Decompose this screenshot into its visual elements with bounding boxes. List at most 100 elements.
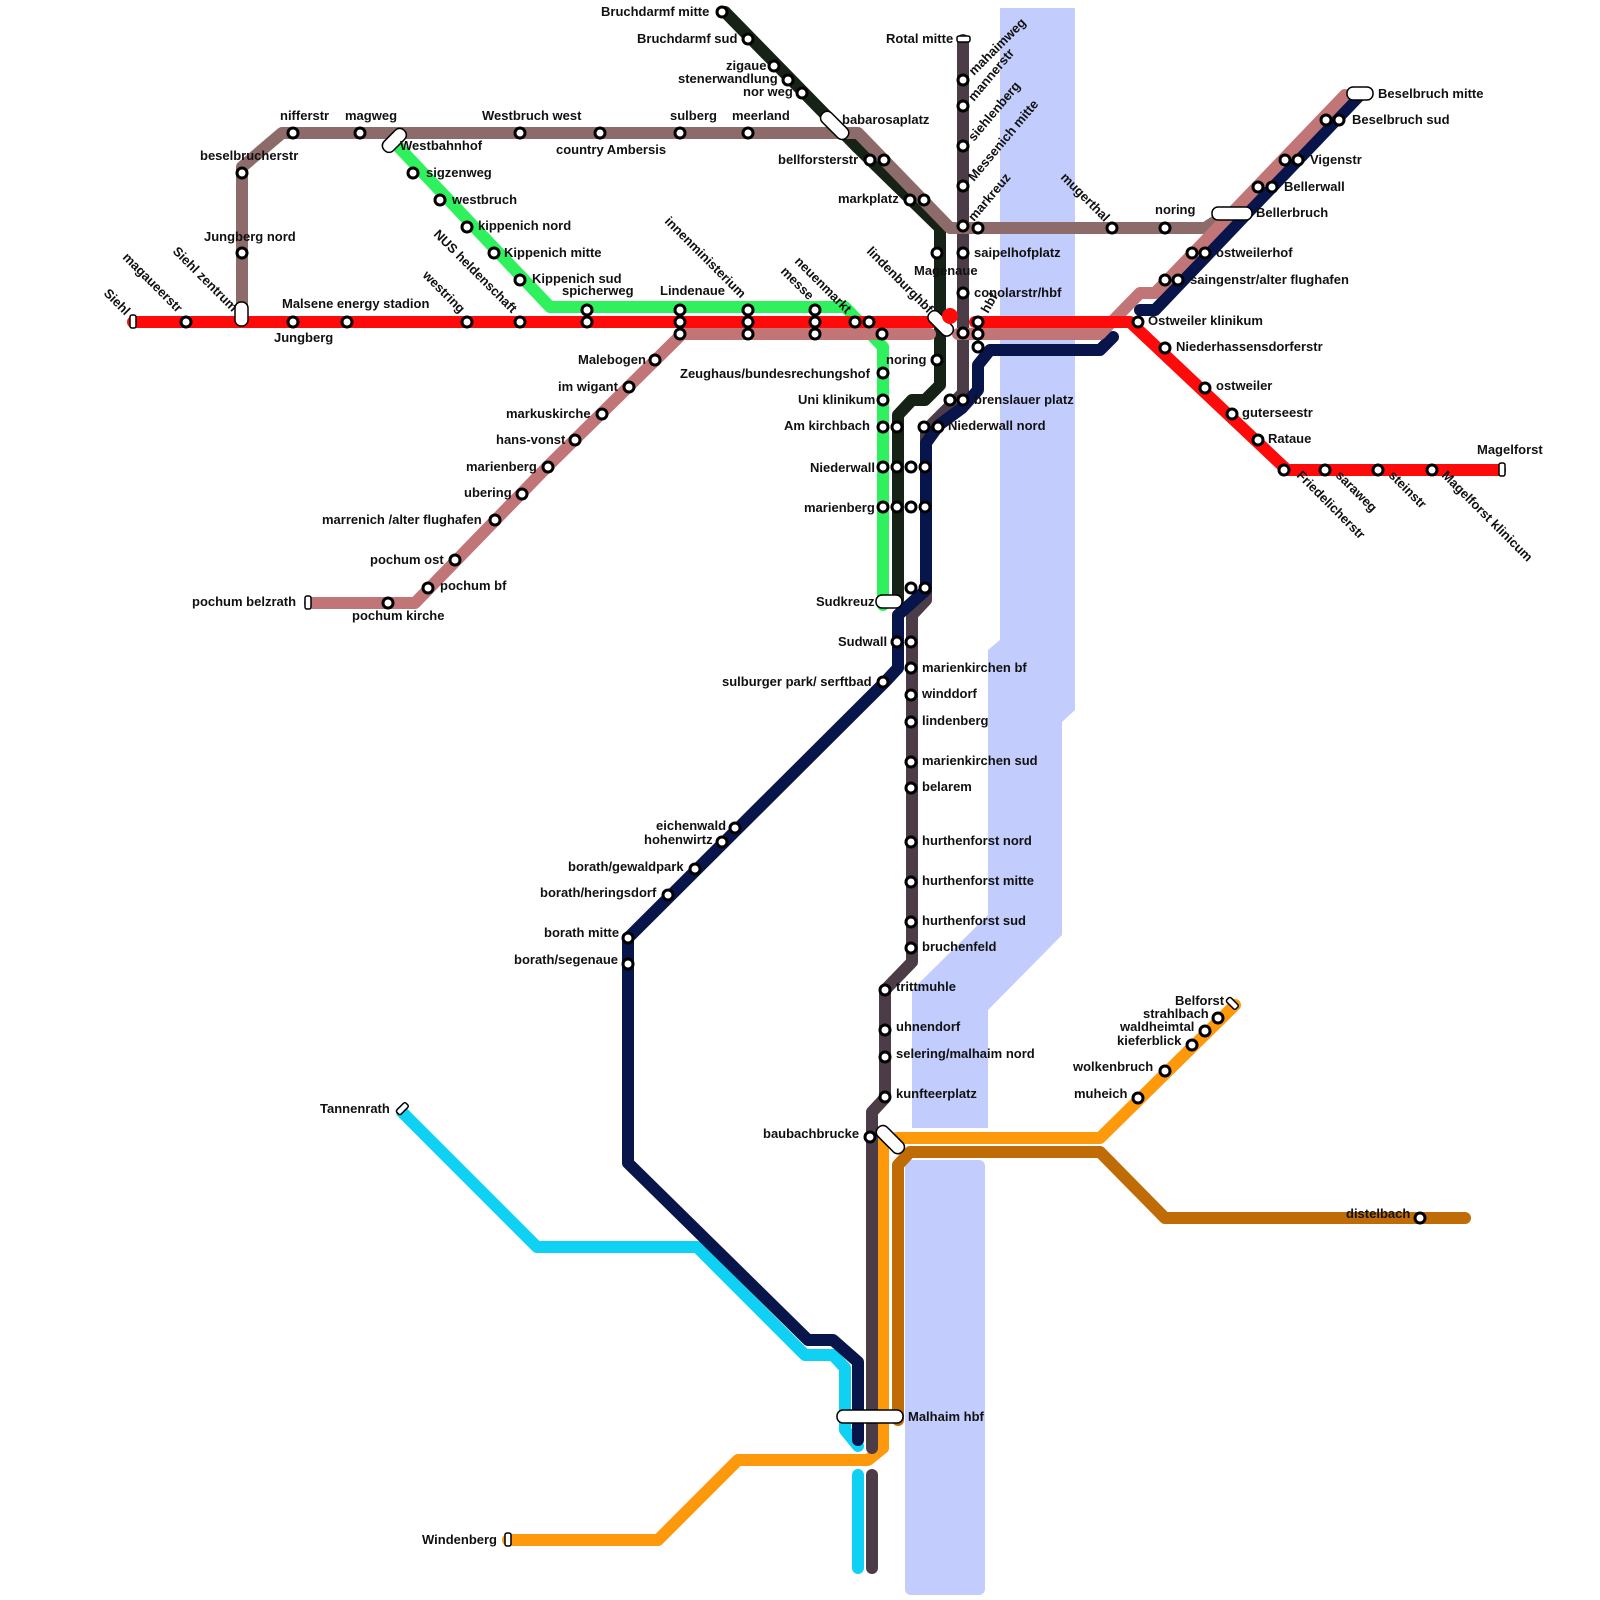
station-marker[interactable] [956, 99, 970, 113]
station-marker[interactable] [673, 126, 687, 140]
station-marker[interactable] [1277, 463, 1291, 477]
station-marker[interactable] [930, 246, 944, 260]
station-marker[interactable] [1211, 1011, 1225, 1025]
station-marker[interactable] [580, 303, 594, 317]
station-marker[interactable] [971, 327, 985, 341]
station-marker[interactable] [741, 126, 755, 140]
station-marker[interactable] [878, 1090, 892, 1104]
station-marker[interactable] [488, 513, 502, 527]
station-marker[interactable] [956, 139, 970, 153]
station-marker[interactable] [1425, 463, 1439, 477]
station-marker[interactable] [956, 246, 970, 260]
station-marker[interactable] [513, 273, 527, 287]
station-marker[interactable] [1251, 180, 1265, 194]
station-marker[interactable] [513, 315, 527, 329]
station-marker[interactable] [890, 420, 904, 434]
station-marker[interactable] [971, 315, 985, 329]
station-marker[interactable] [904, 661, 918, 675]
station-marker[interactable] [878, 1050, 892, 1064]
station-marker[interactable] [943, 393, 957, 407]
station-marker[interactable] [795, 86, 809, 100]
station-marker[interactable] [1185, 1038, 1199, 1052]
station-marker[interactable] [1185, 246, 1199, 260]
station-marker[interactable] [1158, 273, 1172, 287]
station-marker[interactable] [876, 675, 890, 689]
station-marker[interactable] [1278, 153, 1292, 167]
station-marker[interactable] [593, 126, 607, 140]
station-marker[interactable] [1198, 246, 1212, 260]
station-marker[interactable] [904, 688, 918, 702]
terminal-tannenrath[interactable] [395, 1102, 409, 1116]
station-marker[interactable] [956, 393, 970, 407]
station-marker[interactable] [917, 193, 931, 207]
station-marker[interactable] [1251, 433, 1265, 447]
interchange-babarosaplatz[interactable] [818, 109, 851, 142]
station-marker[interactable] [673, 303, 687, 317]
interchange-bellerbruch[interactable] [1211, 206, 1253, 221]
station-marker[interactable] [353, 126, 367, 140]
station-marker[interactable] [876, 460, 890, 474]
station-marker[interactable] [904, 875, 918, 889]
station-marker[interactable] [875, 327, 889, 341]
station-marker[interactable] [406, 166, 420, 180]
station-marker[interactable] [904, 835, 918, 849]
station-marker[interactable] [918, 500, 932, 514]
terminal-belforst[interactable] [1225, 996, 1239, 1010]
station-marker[interactable] [930, 353, 944, 367]
station-marker[interactable] [956, 326, 970, 340]
station-marker[interactable] [515, 487, 529, 501]
station-marker[interactable] [904, 915, 918, 929]
station-marker[interactable] [688, 862, 702, 876]
station-marker[interactable] [741, 315, 755, 329]
station-marker[interactable] [1171, 273, 1185, 287]
station-marker[interactable] [421, 581, 435, 595]
interchange-beselbruch-mitte[interactable] [1346, 86, 1374, 101]
station-marker[interactable] [903, 193, 917, 207]
station-marker[interactable] [876, 393, 890, 407]
station-marker[interactable] [890, 500, 904, 514]
station-marker[interactable] [460, 315, 474, 329]
station-marker[interactable] [890, 460, 904, 474]
station-marker[interactable] [890, 635, 904, 649]
station-marker[interactable] [580, 315, 594, 329]
station-marker[interactable] [179, 315, 193, 329]
station-marker[interactable] [448, 553, 462, 567]
station-marker[interactable] [648, 353, 662, 367]
station-marker[interactable] [433, 193, 447, 207]
interchange-baubachbrucke[interactable] [874, 1123, 907, 1156]
station-marker[interactable] [1158, 221, 1172, 235]
station-marker[interactable] [235, 166, 249, 180]
station-marker[interactable] [904, 755, 918, 769]
station-marker[interactable] [595, 407, 609, 421]
interchange-westbahnhof[interactable] [380, 126, 409, 155]
station-marker[interactable] [971, 340, 985, 354]
station-marker[interactable] [715, 835, 729, 849]
station-marker[interactable] [956, 286, 970, 300]
station-marker[interactable] [808, 327, 822, 341]
terminal-magelforst[interactable] [1498, 462, 1506, 477]
station-marker[interactable] [1158, 1064, 1172, 1078]
station-marker[interactable] [741, 32, 755, 46]
station-marker[interactable] [904, 941, 918, 955]
station-marker[interactable] [673, 315, 687, 329]
station-marker[interactable] [956, 219, 970, 233]
station-marker[interactable] [877, 153, 891, 167]
station-marker[interactable] [767, 59, 781, 73]
terminal-rotal-mitte[interactable] [956, 35, 971, 43]
station-marker[interactable] [918, 581, 932, 595]
station-marker[interactable] [862, 315, 876, 329]
station-marker[interactable] [876, 500, 890, 514]
station-marker[interactable] [863, 153, 877, 167]
station-marker[interactable] [1265, 180, 1279, 194]
interchange-malhaim-hbf[interactable] [836, 1409, 904, 1424]
station-marker[interactable] [1131, 1091, 1145, 1105]
station-marker[interactable] [878, 983, 892, 997]
station-marker[interactable] [931, 420, 945, 434]
station-marker[interactable] [1371, 463, 1385, 477]
station-marker[interactable] [904, 715, 918, 729]
station-marker[interactable] [621, 957, 635, 971]
station-marker[interactable] [904, 500, 918, 514]
terminal-pochum-belzrath[interactable] [304, 595, 312, 610]
station-marker[interactable] [971, 221, 985, 235]
station-marker[interactable] [513, 126, 527, 140]
